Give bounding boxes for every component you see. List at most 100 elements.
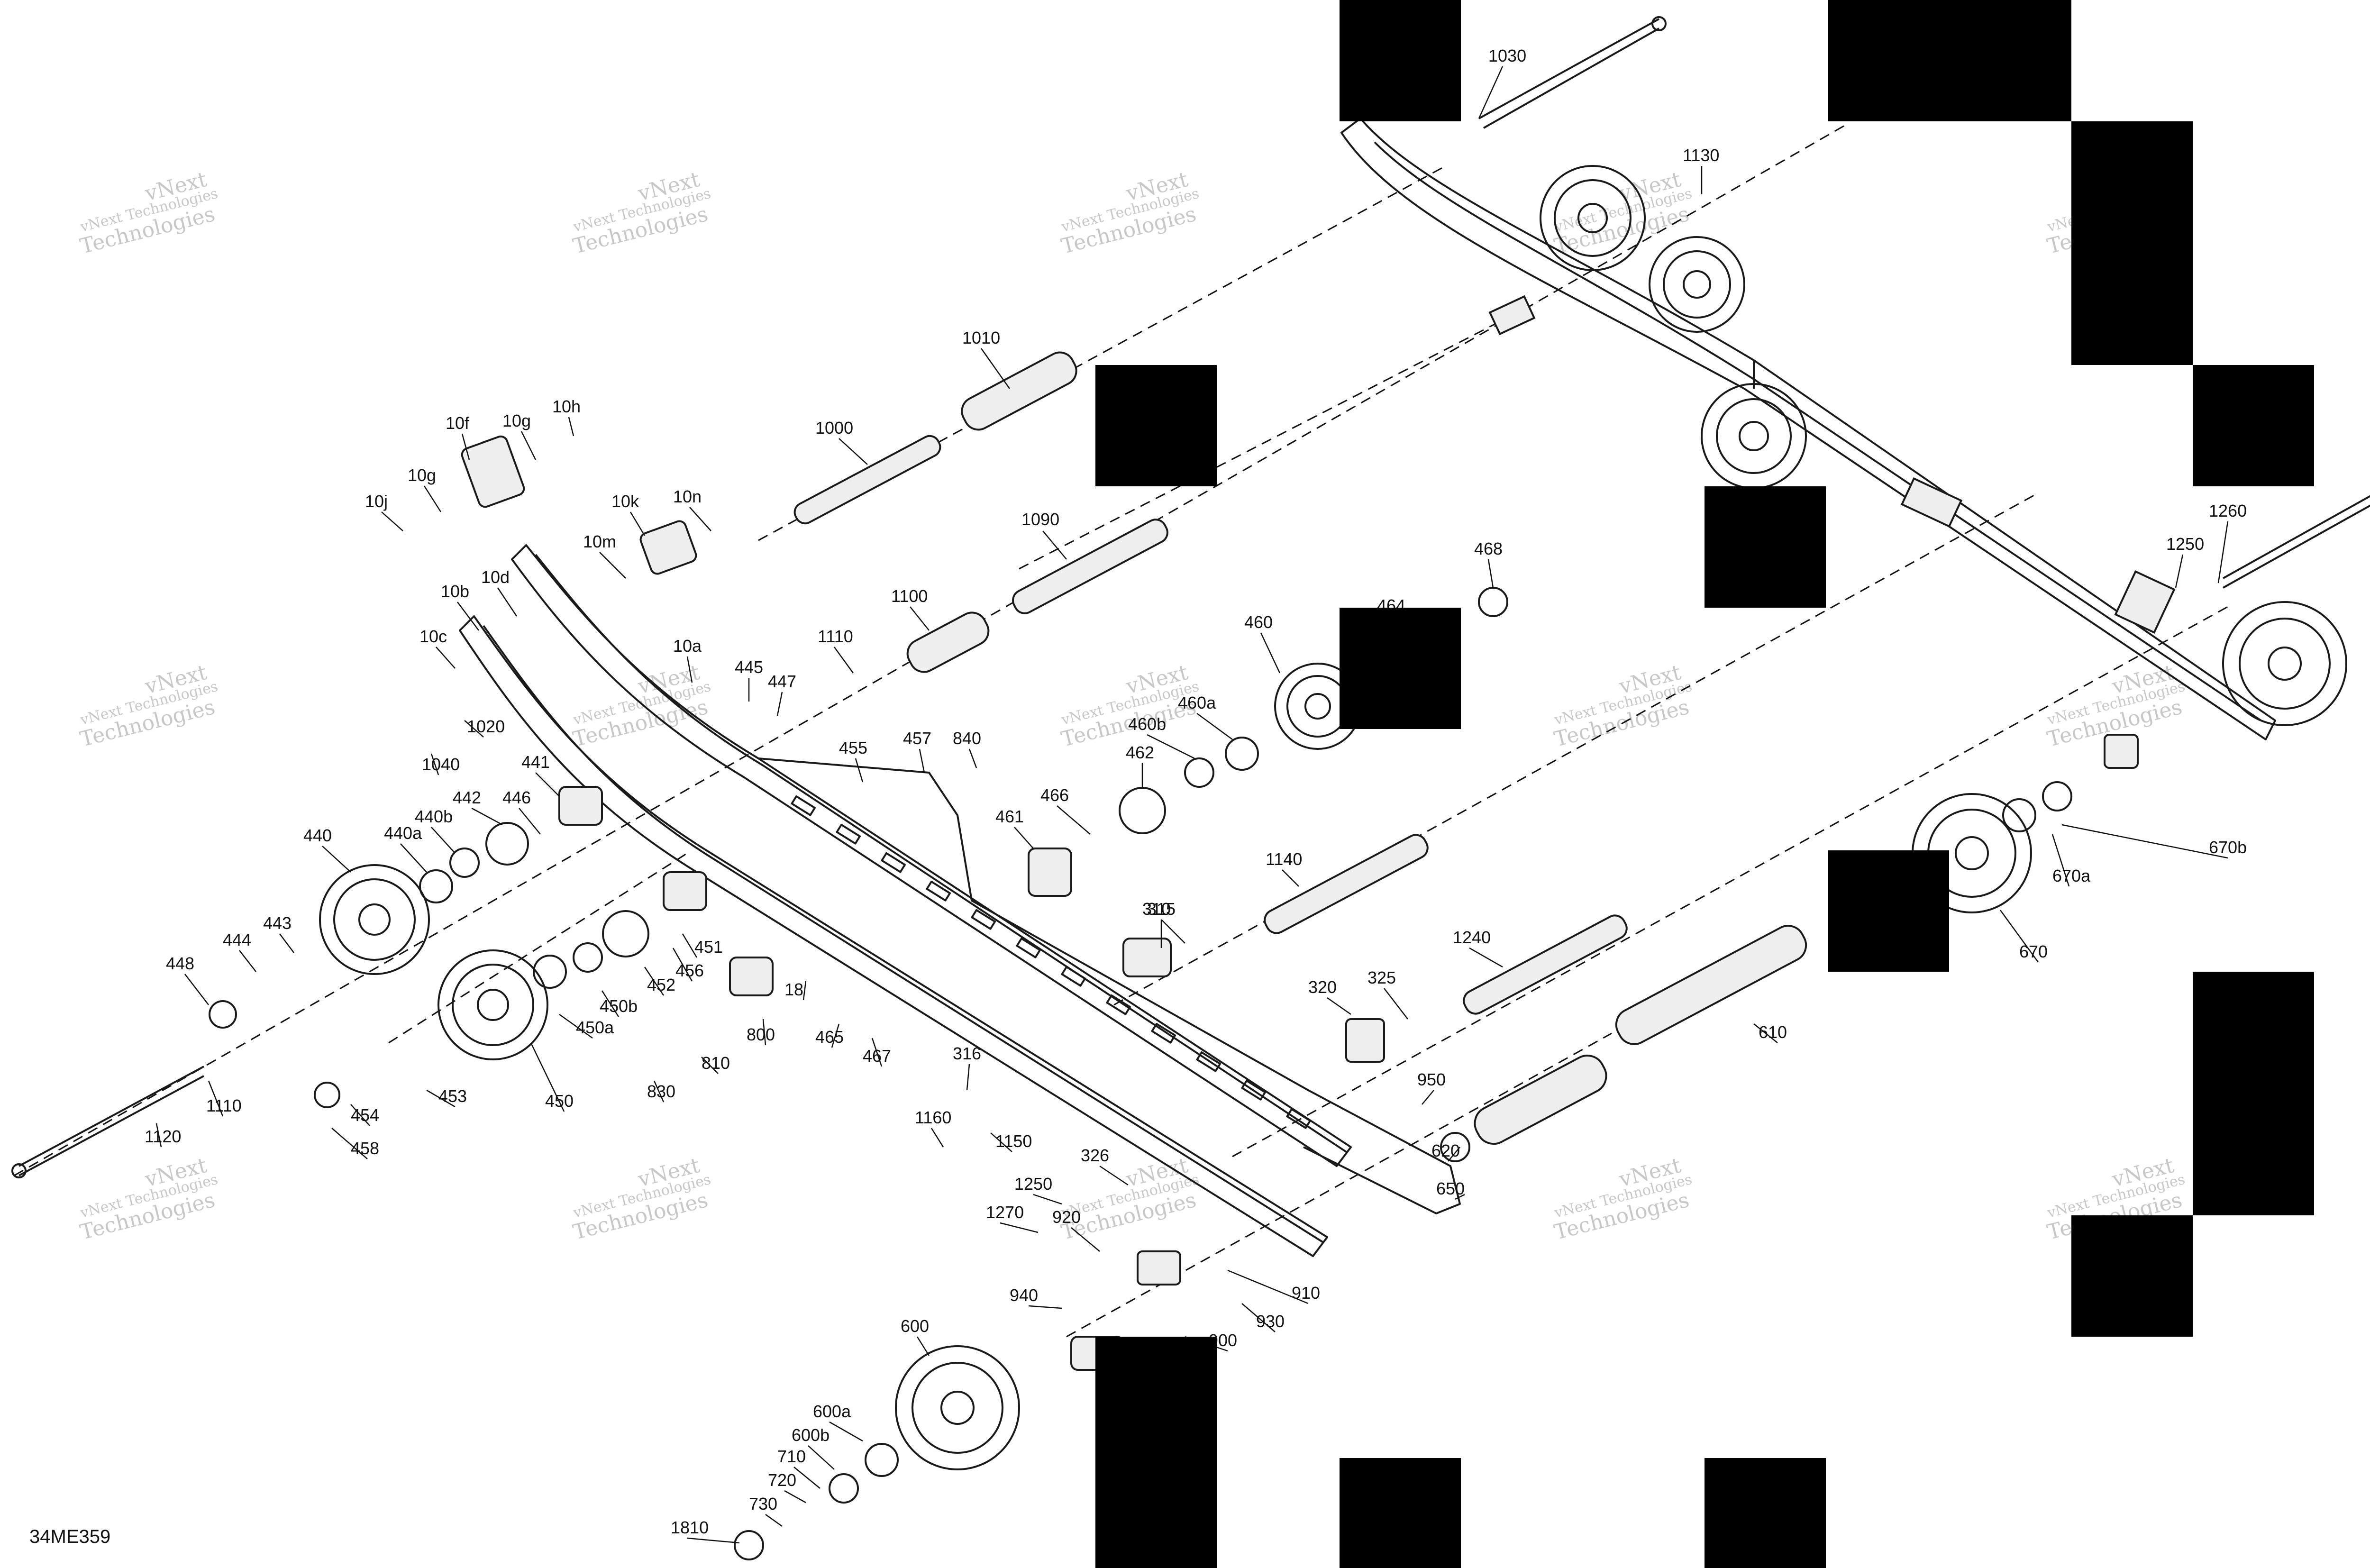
spacer-1100 <box>906 611 990 673</box>
callout-label: 620 <box>1431 1141 1460 1160</box>
callout-label: 455 <box>839 738 867 757</box>
callout-440a: 440a <box>384 823 427 873</box>
callout-label: 720 <box>768 1470 796 1490</box>
callout-leader <box>381 511 403 531</box>
callout-leader <box>1147 734 1195 759</box>
callout-leader <box>430 753 439 775</box>
callout-1810: 1810 <box>671 1518 740 1544</box>
callout-1090: 1090 <box>1021 510 1067 560</box>
callout-leader <box>833 647 854 674</box>
callout-1100: 1100 <box>891 586 930 631</box>
callout-leader <box>208 1080 224 1117</box>
callout-leader <box>910 606 930 631</box>
callout-leader <box>155 1123 162 1148</box>
assembled-wheel-3 <box>1701 383 1807 489</box>
callout-1040: 1040 <box>422 753 460 775</box>
callout-325: 325 <box>1367 968 1408 1020</box>
callout-leader <box>802 981 807 1001</box>
callout-468: 468 <box>1474 539 1503 588</box>
callout-1250: 1250 <box>2166 534 2204 588</box>
callout-label: 458 <box>351 1139 379 1158</box>
callout-710: 710 <box>777 1447 820 1489</box>
callout-940: 940 <box>1010 1285 1062 1309</box>
callout-label: 600b <box>792 1425 830 1445</box>
callout-label: 1000 <box>815 418 853 438</box>
callout-310: 310 <box>1142 899 1171 948</box>
callout-label: 730 <box>749 1494 777 1513</box>
callout-441: 441 <box>521 752 560 797</box>
callout-leader <box>672 948 693 982</box>
callout-leader <box>1099 1165 1129 1186</box>
callout-466: 466 <box>1040 785 1091 835</box>
callout-label: 468 <box>1474 539 1503 558</box>
callout-leader <box>762 1019 766 1046</box>
callout-label: 910 <box>1292 1283 1320 1303</box>
callout-leader <box>2175 554 2184 588</box>
assembled-rail-view <box>1340 118 2347 740</box>
tube-610 <box>1615 925 1807 1045</box>
callout-label: 1030 <box>1488 46 1526 65</box>
callout-label: 326 <box>1081 1146 1109 1165</box>
callout-leader <box>919 748 925 773</box>
callout-leader <box>457 602 479 631</box>
callout-leader <box>855 758 864 783</box>
callout-10a: 10a <box>673 636 702 683</box>
callout-440b: 440b <box>415 807 456 854</box>
wheel-440 <box>319 864 430 975</box>
callout-450b: 450b <box>600 990 638 1017</box>
callout-leader <box>400 843 427 873</box>
callout-450: 450 <box>530 1042 574 1112</box>
callout-670b: 670b <box>2061 824 2247 859</box>
callout-label: 650 <box>1436 1179 1465 1198</box>
callout-leader <box>687 1537 740 1544</box>
callout-label: 710 <box>777 1447 806 1466</box>
callout-leader <box>829 1421 863 1442</box>
callout-444: 444 <box>223 930 256 972</box>
callout-442: 442 <box>453 788 503 826</box>
callout-label: 450 <box>545 1091 574 1111</box>
callout-1160: 1160 <box>915 1108 951 1148</box>
callout-label: 1270 <box>986 1203 1024 1222</box>
callout-1240: 1240 <box>1453 928 1503 968</box>
callout-leader <box>426 1089 456 1108</box>
callout-label: 10d <box>481 567 510 587</box>
callout-800: 800 <box>747 1019 775 1046</box>
callout-810: 810 <box>701 1053 730 1074</box>
callout-930: 930 <box>1241 1303 1285 1332</box>
callout-457: 457 <box>903 729 931 773</box>
callout-1140: 1140 <box>1266 849 1302 887</box>
callout-label: 446 <box>502 788 531 807</box>
callout-leader <box>350 1104 370 1126</box>
callout-830: 830 <box>647 1080 675 1103</box>
callout-label: 452 <box>647 975 675 994</box>
callout-leader <box>1384 988 1408 1020</box>
shaft-1010 <box>961 351 1077 431</box>
callout-label: 1260 <box>2209 501 2247 520</box>
assembled-wheel-1 <box>1540 165 1646 271</box>
callout-leader <box>831 1023 840 1048</box>
callout-label: 1010 <box>962 328 1000 347</box>
callout-leader <box>689 507 711 531</box>
callout-leader <box>599 552 626 579</box>
callout-910: 910 <box>1227 1269 1320 1304</box>
callout-label: 462 <box>1126 743 1154 762</box>
callout-leader <box>1999 910 2039 963</box>
callout-label: 1020 <box>467 717 505 736</box>
callout-label: 466 <box>1040 785 1069 805</box>
callout-leader <box>793 1467 820 1489</box>
assembled-wheel-4 <box>2222 601 2347 726</box>
callout-label: 461 <box>995 807 1024 826</box>
callout-label: 456 <box>675 961 704 980</box>
callout-label: 600a <box>813 1402 851 1421</box>
callout-leader <box>871 1038 883 1067</box>
callout-448: 448 <box>166 954 209 1005</box>
callout-leader <box>1161 919 1185 944</box>
rail-slot <box>836 824 861 845</box>
rail-slots <box>791 795 1312 1129</box>
callout-leader <box>980 348 1011 389</box>
